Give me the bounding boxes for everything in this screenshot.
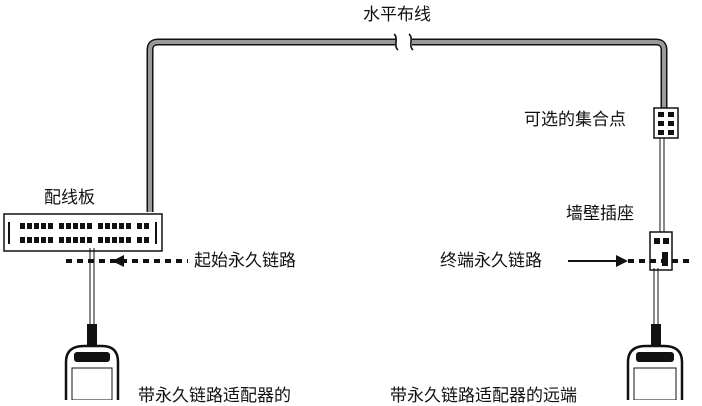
- adapter-left-label: 带永久链路适配器的: [138, 386, 291, 406]
- patch-port: [126, 223, 131, 229]
- adapter-right-label: 带永久链路适配器的远端: [390, 386, 577, 406]
- patch-port: [41, 223, 46, 229]
- end-link-label: 终端永久链路: [440, 251, 542, 271]
- consolidation-point-box: [653, 107, 679, 139]
- patch-port: [80, 223, 85, 229]
- patch-port: [73, 237, 78, 243]
- patch-port: [144, 237, 149, 243]
- patch-port: [87, 237, 92, 243]
- patch-port: [98, 237, 103, 243]
- patch-panel-ports: [20, 223, 149, 243]
- wall-outlet: [649, 231, 673, 271]
- patch-port: [20, 237, 25, 243]
- start-link-label: 起始永久链路: [194, 251, 296, 271]
- patch-port: [34, 223, 39, 229]
- patch-port: [112, 237, 117, 243]
- patch-port: [112, 223, 117, 229]
- patch-port: [66, 237, 71, 243]
- patch-port: [87, 223, 92, 229]
- patch-port: [119, 223, 124, 229]
- patch-port: [20, 223, 25, 229]
- cp-to-outlet-cable: [659, 138, 665, 232]
- right-adapter-cord: [651, 268, 661, 346]
- patch-port: [137, 223, 142, 229]
- patch-port: [119, 237, 124, 243]
- right-tester-device: [626, 344, 684, 400]
- patch-port: [105, 223, 110, 229]
- patch-port: [126, 237, 131, 243]
- left-adapter-cord: [87, 248, 97, 346]
- start-link-marker: [66, 255, 188, 267]
- patch-port: [48, 237, 53, 243]
- patch-port: [66, 223, 71, 229]
- patch-port: [59, 223, 64, 229]
- left-tester-device: [64, 344, 120, 400]
- patch-port: [27, 237, 32, 243]
- patch-port: [105, 237, 110, 243]
- wall-outlet-label: 墙壁插座: [566, 204, 634, 224]
- end-link-marker: [568, 255, 692, 267]
- patch-panel: [3, 213, 163, 252]
- patch-port: [48, 223, 53, 229]
- patch-port: [137, 237, 142, 243]
- patch-port: [144, 223, 149, 229]
- horizontal-cabling-label: 水平布线: [363, 5, 431, 25]
- consolidation-point-label: 可选的集合点: [524, 110, 626, 130]
- horizontal-cable: [146, 33, 668, 212]
- patch-port: [27, 223, 32, 229]
- patch-port: [34, 237, 39, 243]
- patch-port: [41, 237, 46, 243]
- patch-port: [59, 237, 64, 243]
- patch-port: [98, 223, 103, 229]
- patch-port: [80, 237, 85, 243]
- patch-panel-label: 配线板: [44, 188, 95, 208]
- patch-port: [73, 223, 78, 229]
